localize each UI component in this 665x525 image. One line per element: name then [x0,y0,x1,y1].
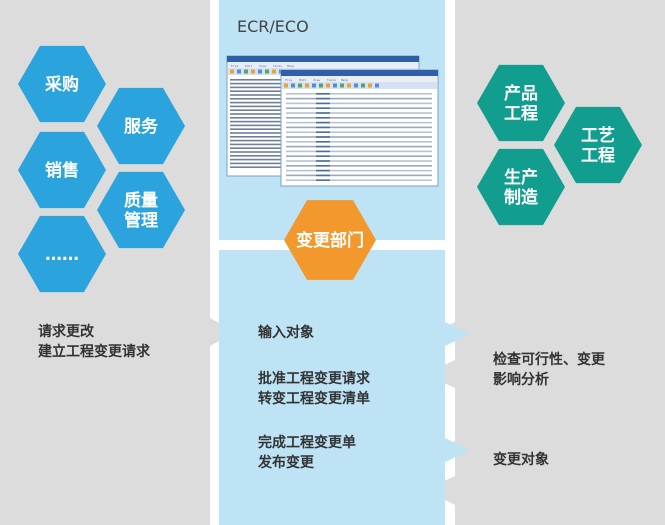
hex-label-procurement: 采购 [44,74,79,95]
hex-label-production: 生产 [504,167,538,188]
request-change-text: 建立工程变更请求 [38,343,151,360]
hex-more [18,215,106,293]
hex-label-sales: 销售 [45,160,79,181]
svg-text:File: File [231,64,238,68]
hex-procurement [18,45,106,123]
hex-service [97,87,185,165]
hex-label-product-engineering: 工程 [504,104,538,124]
hex-label-process-engineering: 工艺 [581,125,615,146]
center-title: ECR/ECO [237,17,309,36]
hex-product-engineering [477,64,565,142]
arrow-to-target [445,438,470,462]
hex-sales [18,131,106,209]
hex-label-more: …… [45,245,79,265]
process-step-3: 发布变更 [257,454,315,471]
svg-text:Edit: Edit [245,64,252,68]
hex-change-department [284,200,376,280]
hex-production [477,148,565,226]
change-target-text: 变更对象 [493,451,549,468]
hex-label-service: 服务 [124,116,159,137]
arrow-to-check [445,322,470,346]
hex-label-quality-management: 质量 [124,190,158,211]
svg-text:File: File [285,78,292,82]
request-change-text: 请求更改 [38,323,95,340]
hex-label-quality-management: 管理 [124,210,158,231]
svg-text:Tools: Tools [273,64,282,68]
svg-text:Edit: Edit [299,78,306,82]
process-step-3: 完成工程变更单 [258,434,356,451]
process-step-2: 批准工程变更请求 [258,370,371,387]
process-step-1: 输入对象 [258,324,314,341]
hex-quality-management [97,171,185,249]
hex-label-product-engineering: 产品 [504,83,538,104]
hex-label-process-engineering: 工程 [581,146,615,166]
process-step-2: 转变工程变更清单 [258,390,370,407]
svg-text:View: View [313,78,320,82]
svg-text:View: View [259,64,266,68]
svg-text:Help: Help [287,64,294,68]
feasibility-check-text: 检查可行性、变更 [493,351,606,368]
svg-text:Help: Help [341,78,348,82]
feasibility-check-text: 影响分析 [493,371,549,388]
svg-text:Tools: Tools [327,78,336,82]
hex-label-production: 制造 [504,187,539,208]
hex-process-engineering [554,106,642,184]
hex-label-change-department: 变更部门 [296,230,364,251]
